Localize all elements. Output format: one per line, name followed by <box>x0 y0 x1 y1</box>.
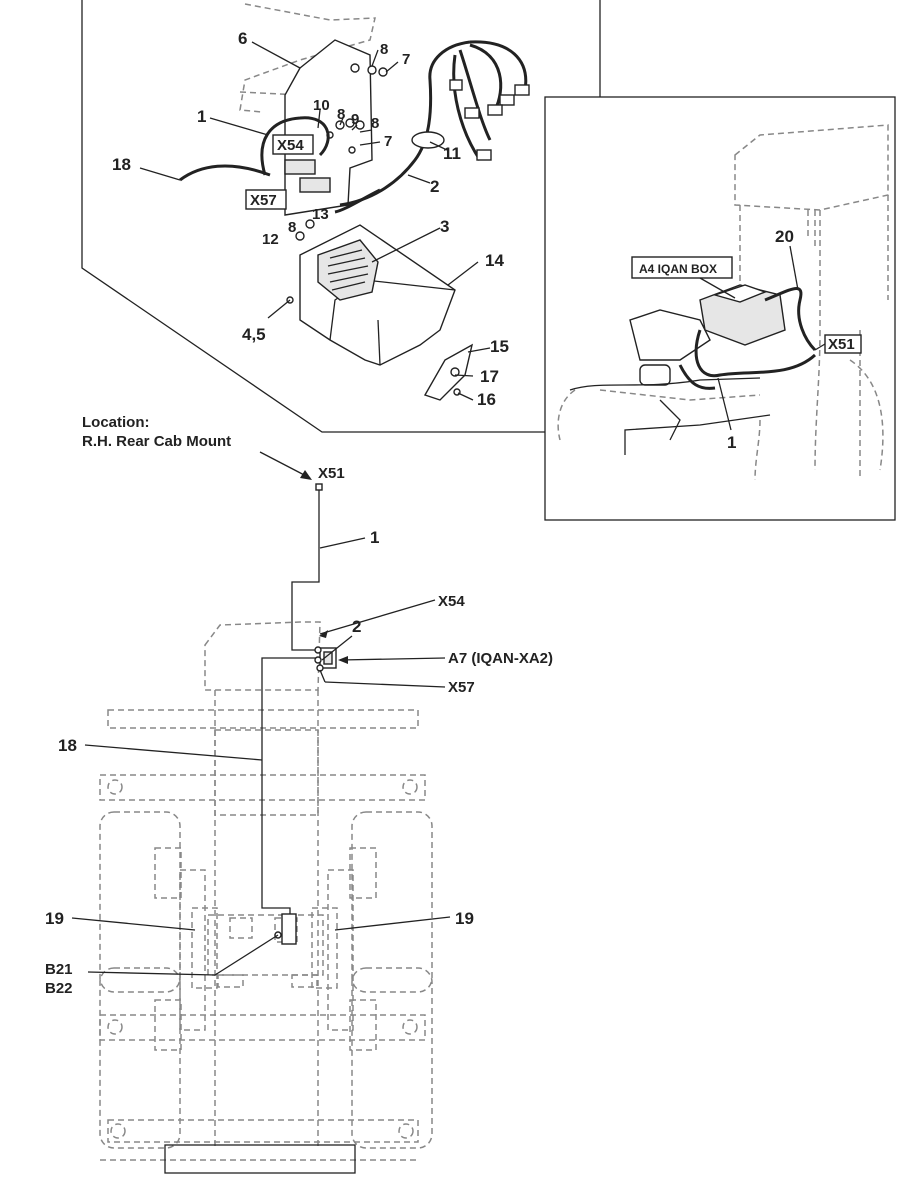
schematic-wiring: X51 1 X54 2 A7 (IQAN-XA2) X57 18 19 19 B… <box>45 465 553 997</box>
callout-4-5: 4,5 <box>242 325 266 344</box>
inset-view: A4 IQAN BOX 20 X51 1 <box>544 96 896 521</box>
inset-iqan-box <box>699 284 786 346</box>
callout-12: 12 <box>262 231 279 248</box>
callout-7b: 7 <box>384 133 392 150</box>
callout-1: 1 <box>197 107 206 126</box>
callout-3: 3 <box>440 217 449 236</box>
location-heading: Location: <box>82 414 150 431</box>
callout-2-schematic: 2 <box>352 617 361 636</box>
module-housing <box>299 224 456 366</box>
harness-1 <box>260 116 330 176</box>
callout-8: 8 <box>380 41 388 58</box>
x57-label: X57 <box>250 192 277 209</box>
harness-2 <box>339 40 471 207</box>
a4-iqan-box-label: A4 IQAN BOX <box>639 262 717 276</box>
x57-box <box>245 189 287 210</box>
callout-2: 2 <box>430 177 439 196</box>
callout-19-left: 19 <box>45 909 64 928</box>
exploded-view: 6 8 7 1 10 8 9 8 7 11 18 2 X54 X57 13 8 … <box>81 0 601 433</box>
a4-box-frame <box>631 256 733 279</box>
callout-8c: 8 <box>371 115 379 132</box>
callout-16: 16 <box>477 390 496 409</box>
callout-10: 10 <box>313 97 330 114</box>
location-value: R.H. Rear Cab Mount <box>82 433 231 450</box>
x51-label: X51 <box>318 465 345 482</box>
callout-8d: 8 <box>288 219 296 236</box>
callout-8b: 8 <box>337 106 345 123</box>
callout-18: 18 <box>112 155 131 174</box>
callout-17: 17 <box>480 367 499 386</box>
callout-15: 15 <box>490 337 509 356</box>
chassis-outline <box>99 621 433 1174</box>
callout-19-right: 19 <box>455 909 474 928</box>
callout-14: 14 <box>485 251 504 270</box>
callout-6: 6 <box>238 29 247 48</box>
callout-9: 9 <box>351 111 359 128</box>
callout-11: 11 <box>443 144 461 163</box>
mount-plate <box>423 343 474 401</box>
callout-1-schematic: 1 <box>370 528 379 547</box>
harness-18 <box>179 164 271 182</box>
x51-inset-label: X51 <box>828 336 855 353</box>
a7-label: A7 (IQAN-XA2) <box>448 650 553 667</box>
x54-label: X54 <box>277 137 304 154</box>
callout-1-inset: 1 <box>727 433 736 452</box>
x54-schematic-label: X54 <box>438 593 465 610</box>
x51-connector <box>315 483 323 491</box>
x54-box <box>272 134 314 155</box>
connector-bundle <box>449 40 530 161</box>
callout-20: 20 <box>775 227 794 246</box>
x57-schematic-label: X57 <box>448 679 475 696</box>
callout-18-schematic: 18 <box>58 736 77 755</box>
b21-label: B21 <box>45 961 73 978</box>
leader-lines-top <box>139 41 491 401</box>
b21-b22-sensor <box>281 913 297 945</box>
b22-label: B22 <box>45 980 73 997</box>
callout-7: 7 <box>402 51 410 68</box>
callout-13: 13 <box>312 206 329 223</box>
